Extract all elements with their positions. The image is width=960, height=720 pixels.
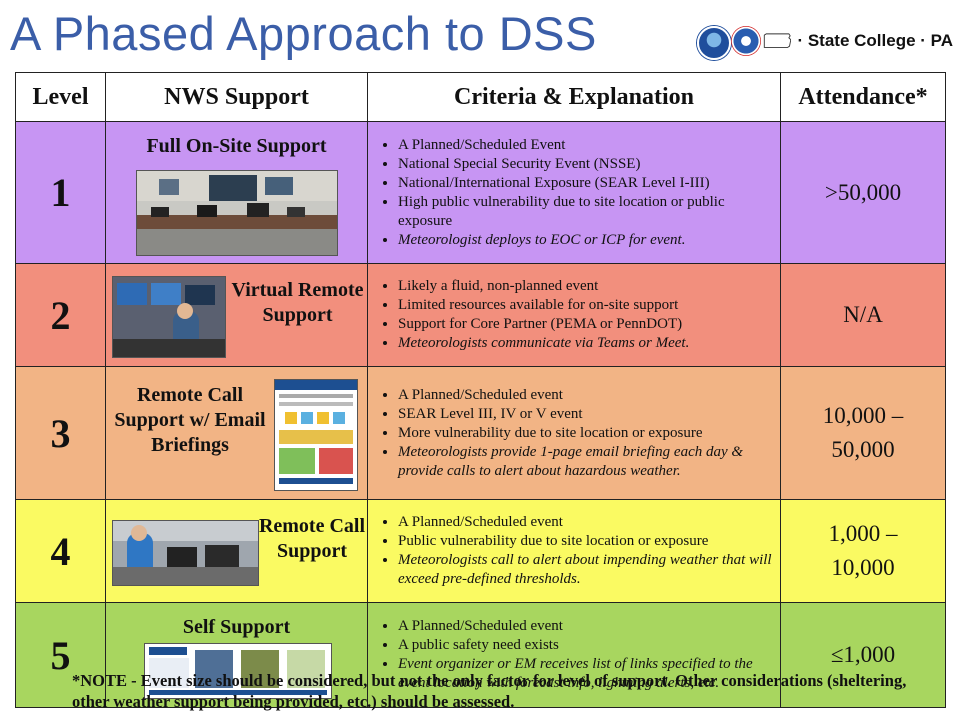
attendance-value: ≤1,000 [780,602,946,708]
header-attendance: Attendance* [780,72,946,122]
nws-logo-icon [731,26,761,56]
support-label: Virtual Remote Support [231,279,364,326]
noaa-logo-icon [697,26,731,60]
footnote: *NOTE - Event size should be considered,… [72,671,907,711]
criteria-item: Meteorologists communicate via Teams or … [398,334,772,353]
criteria-item: A Planned/Scheduled event [398,386,772,405]
criteria-list: A Planned/Scheduled event A public safet… [380,617,772,693]
useful-links-thumbnail [144,643,332,699]
criteria-item: A public safety need exists [398,636,772,655]
criteria-item: SEAR Level III, IV or V event [398,405,772,424]
level-number: 2 [15,263,106,367]
table-row: 5 Self Support A Planned/Schedul [15,602,946,708]
criteria-item: High public vulnerability due to site lo… [398,193,772,231]
office-location-text: · State College · PA [797,31,953,50]
support-label: Self Support [182,616,291,638]
table-row: 4 Remote Call Support A Planned/ [15,499,946,603]
page-title: A Phased Approach to DSS [10,7,597,60]
criteria-item: Meteorologist deploys to EOC or ICP for … [398,231,772,250]
header-level: Level [15,72,106,122]
support-cell: Virtual Remote Support [105,263,368,367]
support-label: Remote Call Support w/ Email Briefings [114,384,266,456]
criteria-item: Support for Core Partner (PEMA or PennDO… [398,315,772,334]
attendance-value: 1,000 – 10,000 [780,499,946,603]
level-number: 4 [15,499,106,603]
pennsylvania-outline-icon [763,33,792,48]
criteria-cell: A Planned/Scheduled event SEAR Level III… [367,366,781,500]
attendance-value: >50,000 [780,121,946,264]
criteria-cell: Likely a fluid, non-planned event Limite… [367,263,781,367]
table-row: 1 Full On-Site Support [15,121,946,264]
level-number: 5 [15,602,106,708]
office-location: · State College · PA [763,25,953,57]
header-criteria: Criteria & Explanation [367,72,781,122]
criteria-item: Public vulnerability due to site locatio… [398,532,772,551]
criteria-item: Likely a fluid, non-planned event [398,277,772,296]
criteria-item: A Planned/Scheduled event [398,513,772,532]
criteria-list: A Planned/Scheduled Event National Speci… [380,136,772,250]
table-row: 3 Remote Call Support w/ Email Briefings [15,366,946,500]
support-cell: Remote Call Support [105,499,368,603]
criteria-cell: A Planned/Scheduled event A public safet… [367,602,781,708]
level-number: 1 [15,121,106,264]
level-number: 3 [15,366,106,500]
logo-group: · State College · PA [697,22,957,64]
criteria-item: A Planned/Scheduled Event [398,136,772,155]
eoc-photo [136,170,338,256]
criteria-cell: A Planned/Scheduled event Public vulnera… [367,499,781,603]
remote-forecaster-photo [112,276,226,358]
criteria-item: National/International Exposure (SEAR Le… [398,174,772,193]
support-label: Remote Call Support [258,515,366,562]
criteria-cell: A Planned/Scheduled Event National Speci… [367,121,781,264]
support-label: Full On-Site Support [146,135,327,157]
criteria-item: Meteorologists call to alert about impen… [398,551,772,589]
criteria-item: Limited resources available for on-site … [398,296,772,315]
attendance-value: N/A [780,263,946,367]
criteria-list: A Planned/Scheduled event SEAR Level III… [380,386,772,481]
criteria-item: National Special Security Event (NSSE) [398,155,772,174]
criteria-list: Likely a fluid, non-planned event Limite… [380,277,772,353]
email-briefing-thumbnail [274,379,358,491]
criteria-item: A Planned/Scheduled event [398,617,772,636]
support-cell: Remote Call Support w/ Email Briefings [105,366,368,500]
attendance-value: 10,000 – 50,000 [780,366,946,500]
criteria-list: A Planned/Scheduled event Public vulnera… [380,513,772,589]
table-header-row: Level NWS Support Criteria & Explanation… [15,72,946,122]
criteria-item: Event organizer or EM receives list of l… [398,655,772,693]
dss-levels-table: Level NWS Support Criteria & Explanation… [15,72,946,708]
remote-call-photo [112,520,259,586]
header-nws-support: NWS Support [105,72,368,122]
table-row: 2 Virtual Remote Support Likely [15,263,946,367]
support-cell: Full On-Site Support [105,121,368,264]
criteria-item: Meteorologists provide 1-page email brie… [398,443,772,481]
criteria-item: More vulnerability due to site location … [398,424,772,443]
